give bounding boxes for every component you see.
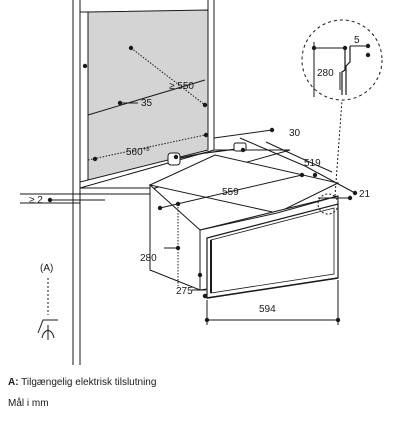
detail-reference bbox=[317, 99, 343, 215]
connection-symbol bbox=[37, 278, 58, 340]
dim-519: 519 bbox=[304, 158, 321, 169]
dim-560: 560+8 bbox=[126, 147, 150, 158]
callout-label-a: (A) bbox=[40, 263, 53, 274]
drawer-appliance bbox=[148, 154, 340, 299]
dim-559: 559 bbox=[222, 187, 239, 198]
dim-30: 30 bbox=[289, 128, 301, 139]
dim-280: 280 bbox=[140, 253, 157, 264]
units-note: Mål i mm bbox=[8, 398, 49, 409]
depth-dimension-lines bbox=[213, 127, 358, 196]
dim-21: 21 bbox=[359, 189, 371, 200]
dim-min-550: ≥ 550 bbox=[169, 81, 194, 92]
niche-dimension-lines bbox=[82, 45, 209, 162]
detail-dim-5: 5 bbox=[354, 35, 360, 46]
dim-560-tolerance: +8 bbox=[143, 147, 151, 153]
power-cable bbox=[167, 142, 247, 166]
drawer-dimension-lines bbox=[157, 172, 353, 325]
dim-594: 594 bbox=[259, 304, 276, 315]
gap-dimension bbox=[20, 197, 105, 204]
niche-back-panel bbox=[87, 9, 209, 181]
detail-dim-280: 280 bbox=[317, 68, 334, 79]
dim-560-value: 560 bbox=[126, 147, 143, 158]
dim-min-2: ≥ 2 bbox=[29, 195, 43, 206]
legend-line: A: Tilgængelig elektrisk tilslutning bbox=[8, 377, 156, 389]
legend-text: Tilgængelig elektrisk tilslutning bbox=[21, 377, 157, 388]
dim-35: 35 bbox=[141, 98, 153, 109]
legend-key: A: bbox=[8, 377, 19, 388]
detail-circle bbox=[301, 19, 383, 101]
dim-275: 275 bbox=[176, 286, 193, 297]
